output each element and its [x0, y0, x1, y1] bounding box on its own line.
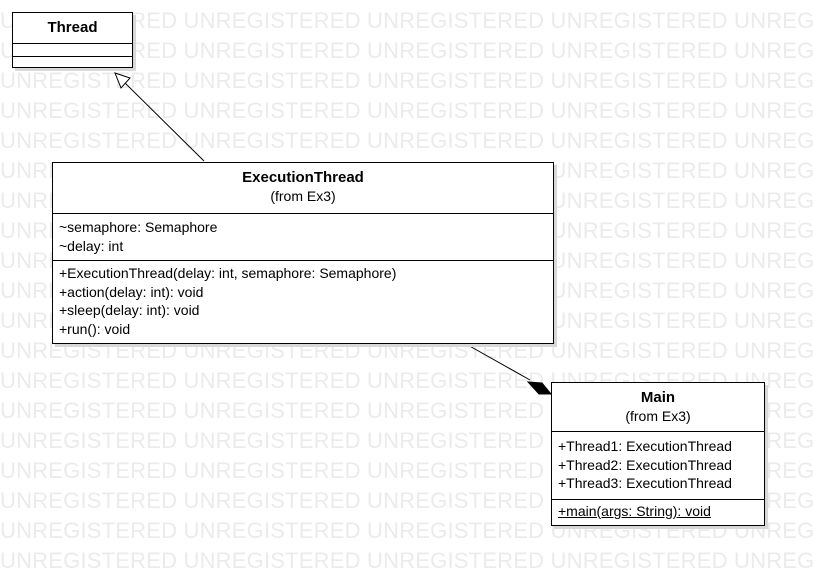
class-main-operations: +main(args: String): void	[552, 500, 764, 523]
class-execution-thread-name: ExecutionThread	[242, 169, 364, 186]
operation-constructor: +ExecutionThread(delay: int, semaphore: …	[59, 265, 397, 281]
attribute-thread3: +Thread3: ExecutionThread	[558, 475, 732, 491]
operation-sleep: +sleep(delay: int): void	[59, 302, 200, 318]
attribute-semaphore: ~semaphore: Semaphore	[59, 219, 218, 235]
operation-main: +main(args: String): void	[558, 503, 711, 519]
composition-diamond	[526, 381, 553, 395]
class-thread-header: Thread	[13, 13, 132, 44]
class-thread-name: Thread	[47, 19, 98, 36]
class-execution-thread-header: ExecutionThread (from Ex3)	[53, 163, 553, 214]
class-execution-thread-package: (from Ex3)	[270, 188, 336, 204]
composition-line[interactable]	[465, 343, 531, 381]
generalization-line[interactable]	[123, 81, 205, 162]
attribute-thread2: +Thread2: ExecutionThread	[558, 456, 732, 473]
class-thread-attributes	[13, 44, 132, 57]
class-main-package: (from Ex3)	[625, 408, 691, 424]
class-execution-thread-attributes: ~semaphore: Semaphore ~delay: int	[53, 214, 553, 261]
operation-action: +action(delay: int): void	[59, 283, 204, 300]
class-main-attributes: +Thread1: ExecutionThread +Thread2: Exec…	[552, 432, 764, 500]
class-thread-operations	[13, 57, 132, 67]
class-main-name: Main	[640, 389, 676, 406]
attribute-thread1: +Thread1: ExecutionThread	[558, 438, 732, 454]
operation-run: +run(): void	[59, 320, 131, 337]
class-thread[interactable]: Thread	[12, 12, 133, 68]
generalization-arrowhead	[114, 72, 131, 89]
class-execution-thread-operations: +ExecutionThread(delay: int, semaphore: …	[53, 261, 553, 340]
class-execution-thread[interactable]: ExecutionThread (from Ex3) ~semaphore: S…	[52, 162, 554, 344]
class-main[interactable]: Main (from Ex3) +Thread1: ExecutionThrea…	[551, 382, 765, 526]
class-main-header: Main (from Ex3)	[552, 383, 764, 432]
attribute-delay: ~delay: int	[59, 237, 124, 254]
